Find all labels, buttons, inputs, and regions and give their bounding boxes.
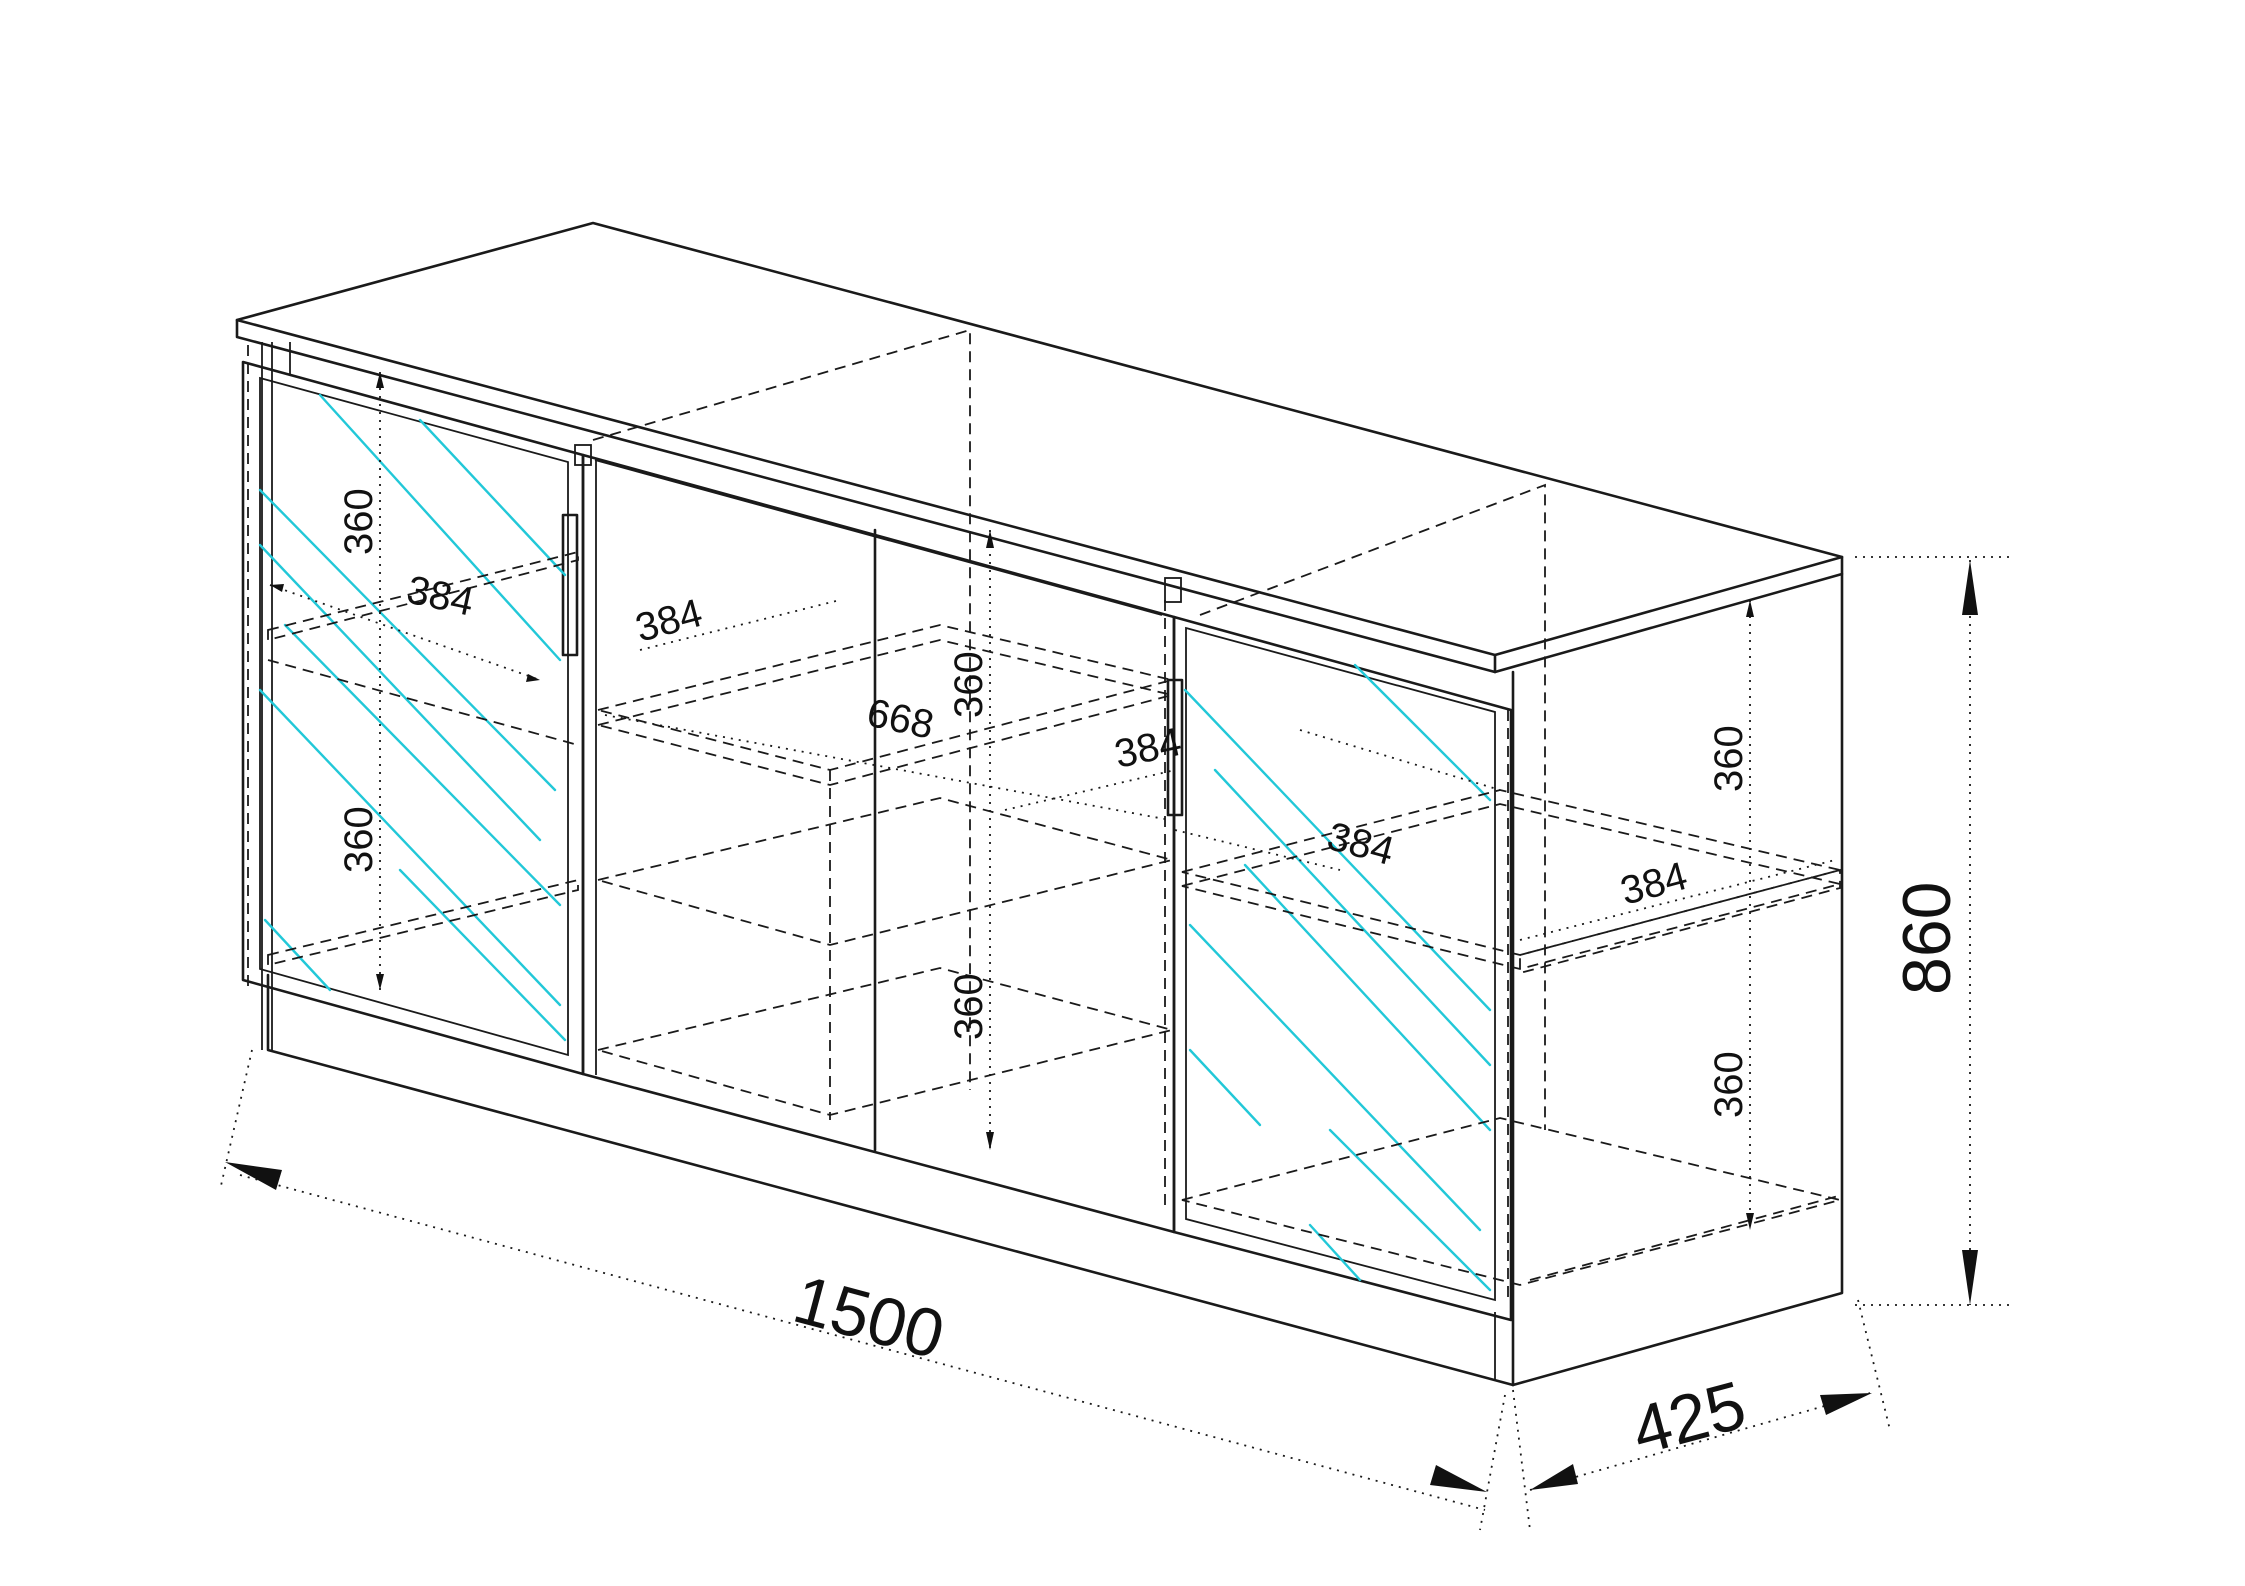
left-shelf-depth-label: 384: [403, 568, 477, 625]
dimension-labels: 1500 425 860 360 360 384 384 668 360 360…: [337, 488, 1965, 1469]
right-inner-depth-label: 384: [1323, 814, 1399, 874]
depth-arrow-right: [1820, 1393, 1872, 1415]
right-lower-height-label: 360: [1707, 1051, 1751, 1118]
dimension-lines: [219, 372, 2010, 1531]
right-door-handle: [1166, 678, 1184, 817]
width-arrow-right: [1430, 1465, 1487, 1492]
width-arrow-left: [225, 1162, 282, 1190]
height-arrow-top: [1962, 560, 1978, 615]
depth-label: 425: [1624, 1367, 1753, 1470]
depth-arrow-left: [1530, 1464, 1578, 1490]
center-upper-height-label: 360: [947, 651, 991, 718]
right-hinge-block: [1164, 577, 1182, 603]
left-upper-height-label: 360: [337, 488, 381, 555]
left-door-inner-frame: [259, 376, 569, 1057]
glass-hatching: [258, 393, 1492, 1292]
doors: [241, 360, 1513, 1322]
top-slab-front-edge: [235, 318, 1844, 674]
left-lower-height-label: 360: [337, 806, 381, 873]
plinth: [266, 973, 1515, 1387]
body-right-side: [1511, 572, 1844, 1387]
hidden-lines: [247, 328, 1843, 1300]
center-lower-height-label: 360: [947, 973, 991, 1040]
center-door-top-edge: [594, 459, 1163, 616]
top-slab: [235, 221, 1844, 657]
left-hinge-block: [574, 444, 592, 466]
center-left-depth-label: 384: [631, 591, 707, 651]
right-upper-height-label: 360: [1707, 725, 1751, 792]
width-label: 1500: [786, 1261, 952, 1374]
cabinet-outline: [235, 221, 1844, 1387]
right-shelf-depth-label: 384: [1616, 854, 1692, 914]
left-glass-door: [241, 360, 585, 1076]
height-arrow-bottom: [1962, 1250, 1978, 1305]
height-label: 860: [1889, 882, 1965, 995]
right-glass-door: [1172, 615, 1513, 1322]
right-door-inner-frame: [1185, 626, 1496, 1302]
depth-dimension-line: [1529, 1392, 1871, 1491]
center-door-frame: [581, 453, 1176, 1234]
left-door-handle: [561, 513, 579, 657]
